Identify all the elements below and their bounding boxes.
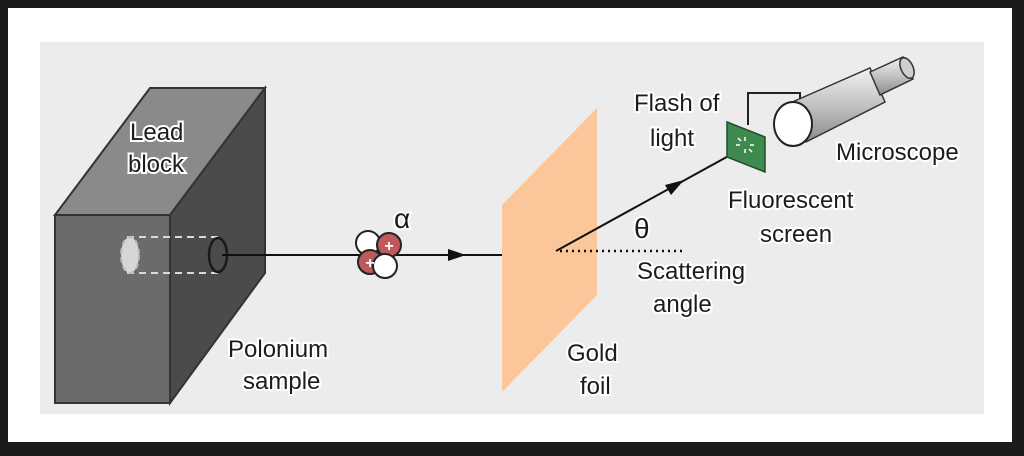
- fluorescent-screen: [726, 120, 766, 174]
- objective-lens: [773, 101, 813, 147]
- eyepiece-end: [899, 56, 915, 80]
- gold-foil: [502, 108, 597, 392]
- label-scattering-line2: angle: [653, 291, 712, 318]
- proton-charge: +: [384, 238, 393, 255]
- label-gold-line1: Gold: [567, 340, 618, 367]
- proton-charge: +: [365, 255, 374, 272]
- label-lead-block-line1: Lead: [130, 119, 183, 146]
- scattered-arrowhead: [665, 180, 684, 195]
- label-fluorescent-line1: Fluorescent: [728, 187, 854, 214]
- label-flash-line1: Flash of: [634, 90, 720, 117]
- alpha-particle: + +: [355, 230, 402, 279]
- label-scattering-line1: Scattering: [637, 258, 745, 285]
- label-flash-line2: light: [650, 125, 694, 152]
- lead-block-front: [54, 214, 171, 404]
- label-gold-line2: foil: [580, 373, 611, 400]
- label-polonium-line1: Polonium: [228, 336, 328, 363]
- label-lead-block-line2: block: [128, 151, 185, 178]
- label-theta: θ: [634, 213, 650, 244]
- label-alpha: α: [394, 203, 410, 234]
- label-fluorescent-line2: screen: [760, 221, 832, 248]
- scattered-beam: [555, 147, 744, 252]
- polonium-source: [120, 236, 140, 274]
- lead-block: [53, 84, 267, 407]
- microscope: [747, 56, 915, 147]
- beam-arrowhead: [448, 249, 466, 261]
- flash-of-light-icon: [736, 137, 754, 153]
- label-polonium-line2: sample: [243, 368, 320, 395]
- neutron: [372, 253, 398, 279]
- label-microscope: Microscope: [836, 139, 959, 166]
